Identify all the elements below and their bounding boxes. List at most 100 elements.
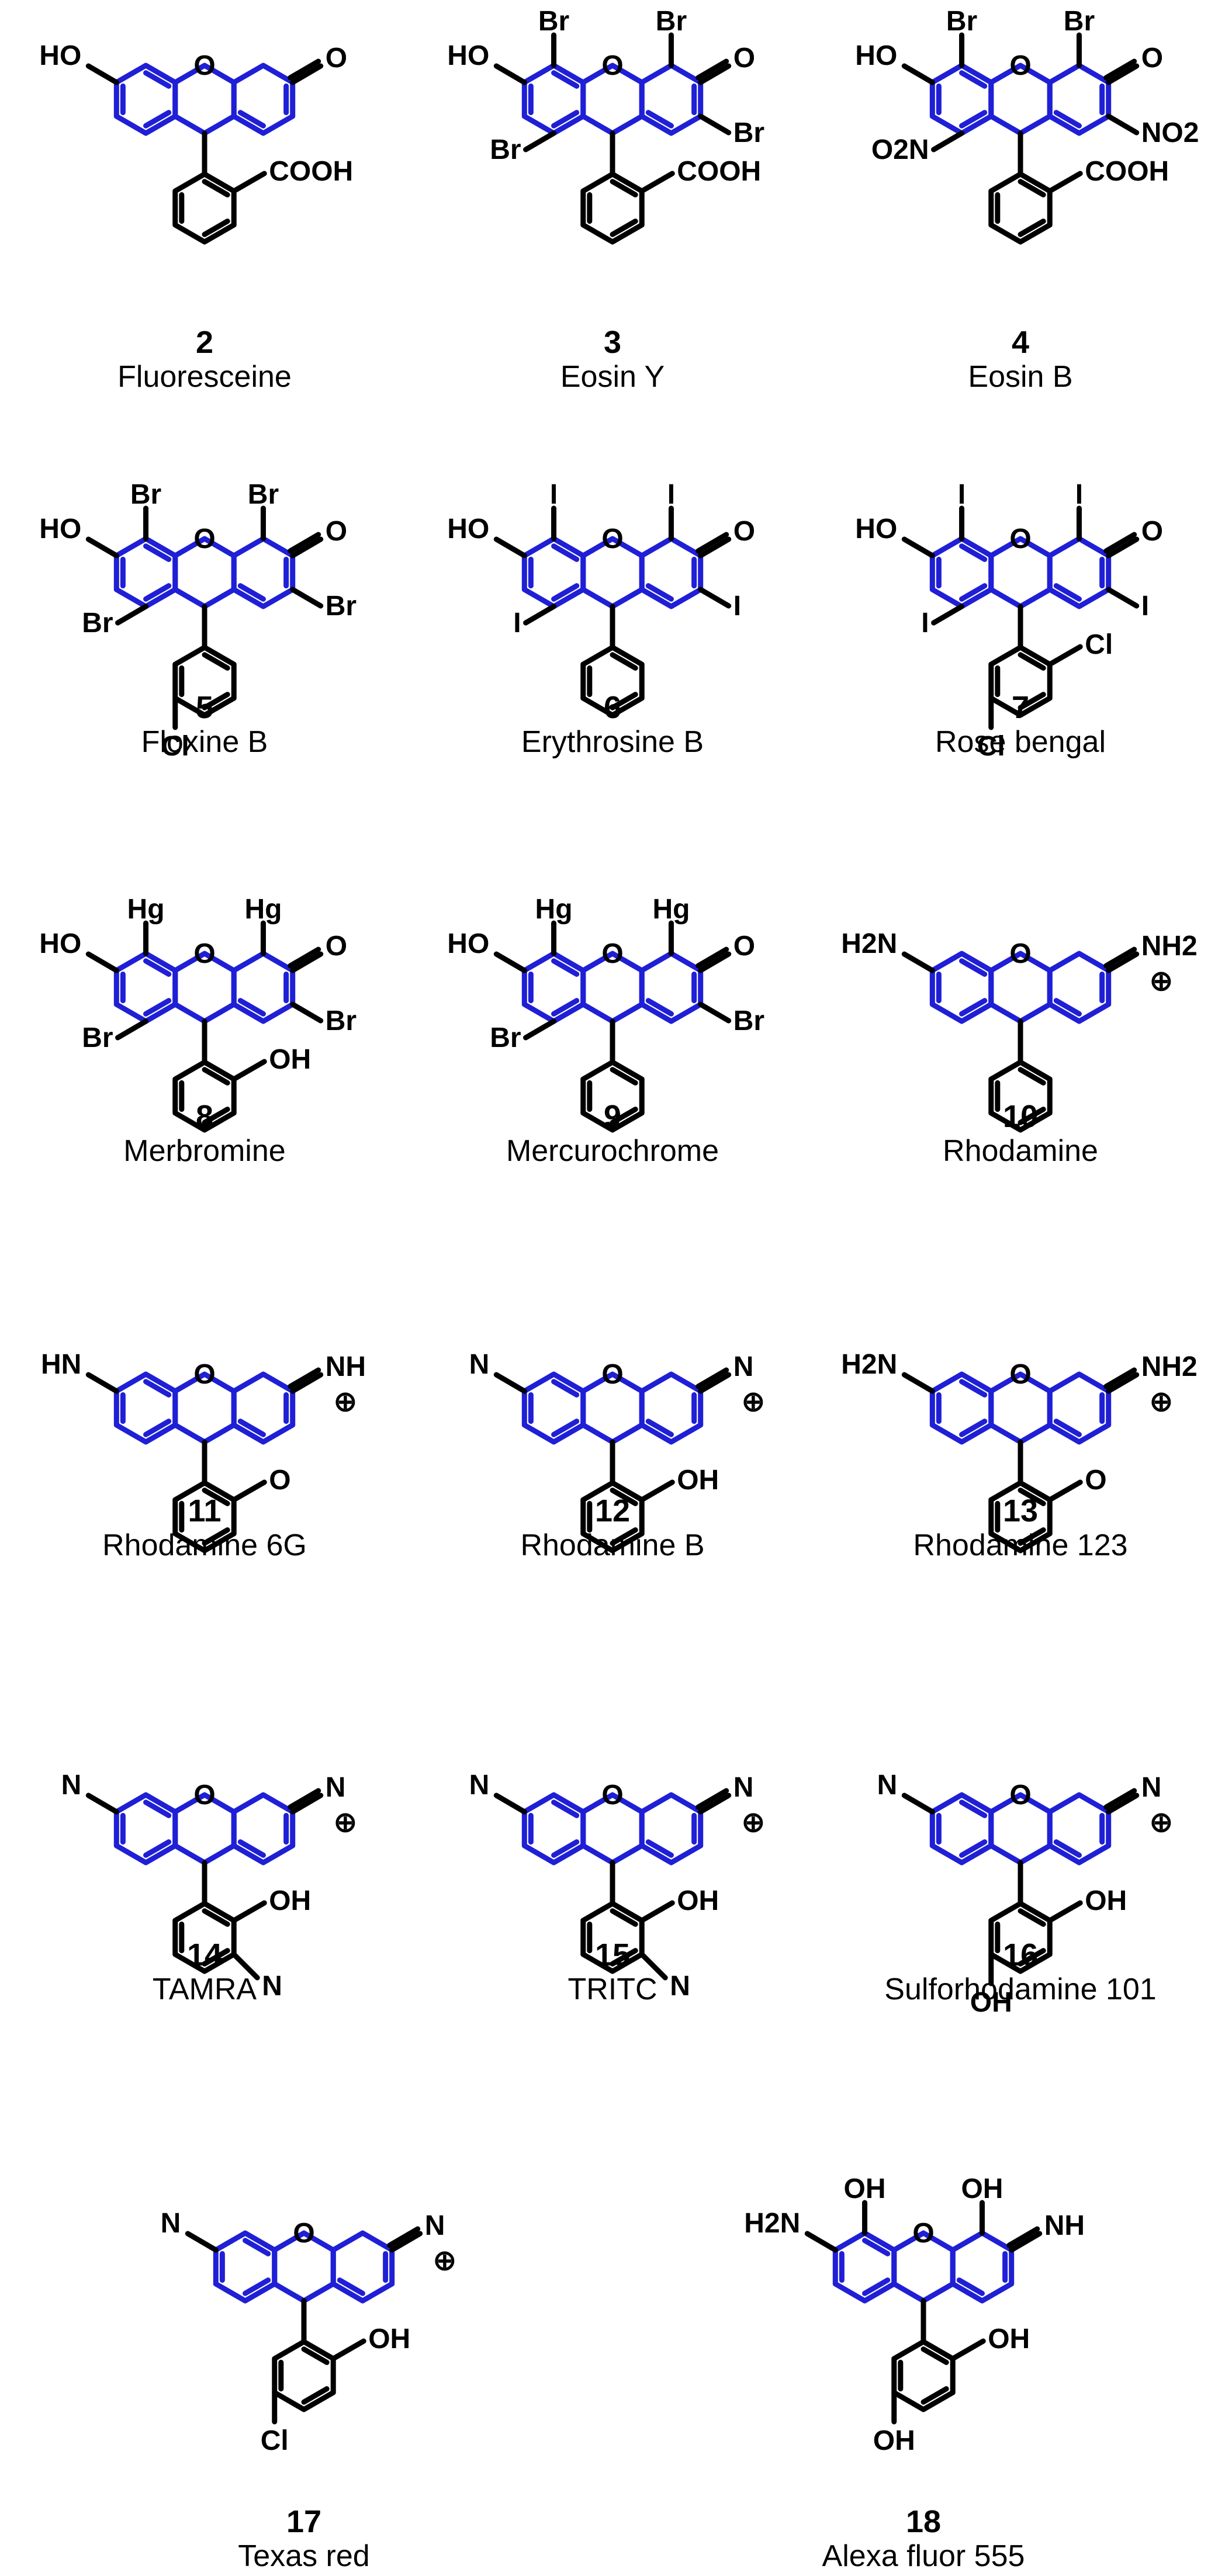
compound-number: 10: [1002, 1099, 1039, 1134]
ring-substituent: Br: [490, 1022, 521, 1053]
left-substituent: HO: [447, 928, 489, 959]
halogen-atom: I: [550, 479, 558, 510]
acid-group: OH: [368, 2324, 410, 2355]
ring-substituent: Br: [326, 591, 357, 622]
compound-name: Merbromine: [123, 1134, 286, 1168]
right-substituent: O: [326, 931, 347, 962]
left-substituent: HO: [447, 40, 489, 71]
compound-number: 18: [905, 2504, 942, 2539]
compound-name: Eosin Y: [560, 360, 665, 394]
xanthene-oxygen: O: [1009, 1359, 1031, 1390]
compound-number: 13: [1002, 1493, 1039, 1528]
compound-name: Rhodamine 123: [913, 1528, 1128, 1562]
right-substituent: O: [733, 931, 755, 962]
compound-name: Rhodamine B: [520, 1528, 705, 1562]
ring-substituent: Br: [733, 117, 764, 148]
compound-name: TAMRA: [152, 1972, 257, 2006]
right-substituent: N: [326, 1772, 346, 1803]
xanthene-oxygen: O: [1009, 50, 1031, 81]
xanthene-oxygen: O: [1009, 523, 1031, 554]
xanthene-oxygen: O: [193, 938, 215, 969]
acid-group: OH: [269, 1044, 311, 1075]
compound-number: 5: [195, 690, 214, 725]
right-substituent: O: [326, 516, 347, 547]
para-substituent: N: [670, 1971, 690, 2002]
left-substituent: H2N: [744, 2208, 800, 2239]
cation-charge: ⊕: [1150, 1386, 1173, 1417]
compound-number: 15: [594, 1937, 631, 1972]
right-substituent: N: [733, 1351, 754, 1382]
right-substituent: NH: [326, 1351, 366, 1382]
mercury-atom: Hg: [652, 894, 690, 925]
acid-group: COOH: [677, 156, 761, 187]
cation-charge: ⊕: [742, 1386, 765, 1417]
xanthene-oxygen: O: [601, 1780, 623, 1811]
acid-group: OH: [677, 1885, 719, 1916]
xanthene-oxygen: O: [193, 1359, 215, 1390]
right-substituent: O: [733, 516, 755, 547]
acid-group: Cl: [1085, 629, 1113, 660]
right-substituent: NH2: [1141, 931, 1198, 962]
xanthene-oxygen: O: [193, 523, 215, 554]
cation-charge: ⊕: [433, 2245, 456, 2276]
left-substituent: H2N: [841, 1349, 897, 1380]
halogen-atom: Br: [248, 479, 279, 510]
acid-group: OH: [988, 2324, 1030, 2355]
right-substituent: O: [1141, 516, 1163, 547]
left-substituent: HO: [855, 514, 897, 545]
right-substituent: O: [1141, 43, 1163, 74]
compound-name: Sulforhodamine 101: [884, 1972, 1157, 2006]
compound-number: 11: [188, 1493, 222, 1528]
cation-charge: ⊕: [1150, 966, 1173, 997]
compound-name: Floxine B: [141, 725, 268, 759]
halogen-atom: I: [667, 479, 675, 510]
left-substituent: HO: [39, 514, 81, 545]
xanthene-oxygen: O: [601, 50, 623, 81]
left-substituent: N: [877, 1770, 898, 1801]
left-substituent: HO: [855, 40, 897, 71]
acid-group: O: [269, 1465, 290, 1496]
ring-substituent: OH: [970, 1987, 1012, 2018]
ring-substituent: Br: [733, 1006, 764, 1036]
halogen-atom: Br: [538, 6, 569, 37]
right-substituent: O: [733, 43, 755, 74]
right-substituent: N: [425, 2210, 445, 2241]
xanthene-oxygen: O: [601, 523, 623, 554]
compound-number: 17: [286, 2504, 322, 2539]
ring-substituent: Br: [82, 608, 113, 639]
compound-name: TRITC: [567, 1972, 658, 2006]
halogen-atom: Br: [130, 479, 161, 510]
compound-number: 9: [603, 1099, 622, 1134]
compound-name: Erythrosine B: [521, 725, 704, 759]
left-substituent: H2N: [841, 928, 897, 959]
xanthene-oxygen: O: [601, 1359, 623, 1390]
ring-substituent: I: [513, 608, 521, 639]
ring-substituent: Cl: [977, 731, 1005, 762]
ring-substituent: Cl: [161, 731, 189, 762]
ring-substituent: Cl: [261, 2425, 289, 2456]
compound-number: 2: [195, 325, 214, 360]
halogen-atom: OH: [844, 2173, 886, 2204]
compound-number: 12: [594, 1493, 631, 1528]
halogen-atom: Br: [1064, 6, 1095, 37]
compound-name: Eosin B: [968, 360, 1073, 394]
compound-number: 14: [186, 1937, 223, 1972]
cation-charge: ⊕: [334, 1386, 357, 1417]
halogen-atom: Hg: [127, 894, 165, 925]
compound-name: Rhodamine: [943, 1134, 1098, 1168]
xanthene-oxygen: O: [293, 2218, 314, 2249]
cation-charge: ⊕: [1150, 1807, 1173, 1838]
left-substituent: HO: [39, 40, 81, 71]
right-substituent: N: [733, 1772, 754, 1803]
right-substituent: O: [326, 43, 347, 74]
